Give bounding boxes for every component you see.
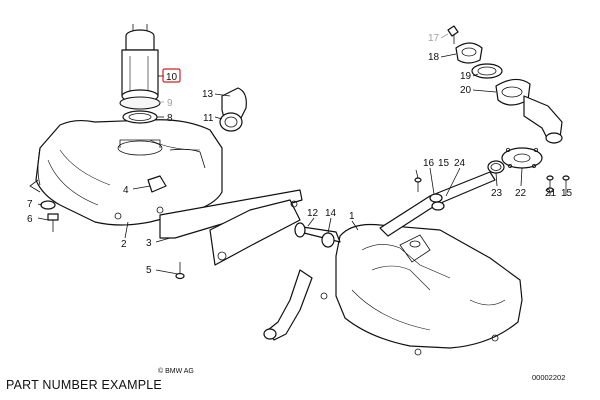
part-label-19[interactable]: 19 (460, 71, 472, 82)
part-label-23[interactable]: 23 (491, 188, 503, 199)
part-label-8[interactable]: 8 (167, 113, 173, 124)
filler-neck-hose (219, 87, 247, 132)
part-label-15-left[interactable]: 15 (438, 158, 450, 169)
mounting-hardware (40, 175, 303, 280)
leader-lines (37, 33, 567, 275)
part-label-21[interactable]: 21 (545, 188, 557, 199)
part-labels: 10 9 8 13 11 4 7 6 2 3 5 12 14 1 16 15 2… (27, 33, 573, 276)
part-label-20[interactable]: 20 (460, 85, 472, 96)
part-label-1[interactable]: 1 (349, 211, 355, 222)
right-fuel-tank (320, 223, 523, 356)
connecting-hoses (263, 171, 496, 341)
filler-cap-assembly (447, 25, 563, 144)
part-label-18[interactable]: 18 (428, 52, 440, 63)
part-label-14[interactable]: 14 (325, 208, 337, 219)
copyright-notice: © BMW AG (158, 368, 194, 375)
part-label-16[interactable]: 16 (423, 158, 435, 169)
part-label-11[interactable]: 11 (203, 113, 214, 124)
part-label-24[interactable]: 24 (454, 158, 466, 169)
part-label-22[interactable]: 22 (515, 188, 527, 199)
part-label-6[interactable]: 6 (27, 214, 33, 225)
part-label-9[interactable]: 9 (167, 98, 173, 109)
part-label-12[interactable]: 12 (307, 208, 319, 219)
caption-text: PART NUMBER EXAMPLE (6, 378, 162, 392)
fuel-pump-assembly (119, 24, 161, 124)
sender-flange (414, 147, 570, 193)
part-label-2[interactable]: 2 (121, 239, 127, 250)
highlighted-part-box (162, 68, 181, 83)
part-label-15-right[interactable]: 15 (561, 188, 573, 199)
part-label-7[interactable]: 7 (27, 199, 33, 210)
part-label-17[interactable]: 17 (428, 33, 440, 44)
left-fuel-tank (29, 119, 223, 226)
part-label-5[interactable]: 5 (146, 265, 152, 276)
drawing-number: 00002202 (532, 373, 566, 382)
part-label-3[interactable]: 3 (146, 238, 152, 249)
part-label-13[interactable]: 13 (202, 89, 214, 100)
part-label-10[interactable]: 10 (166, 72, 178, 83)
part-label-4[interactable]: 4 (123, 185, 129, 196)
